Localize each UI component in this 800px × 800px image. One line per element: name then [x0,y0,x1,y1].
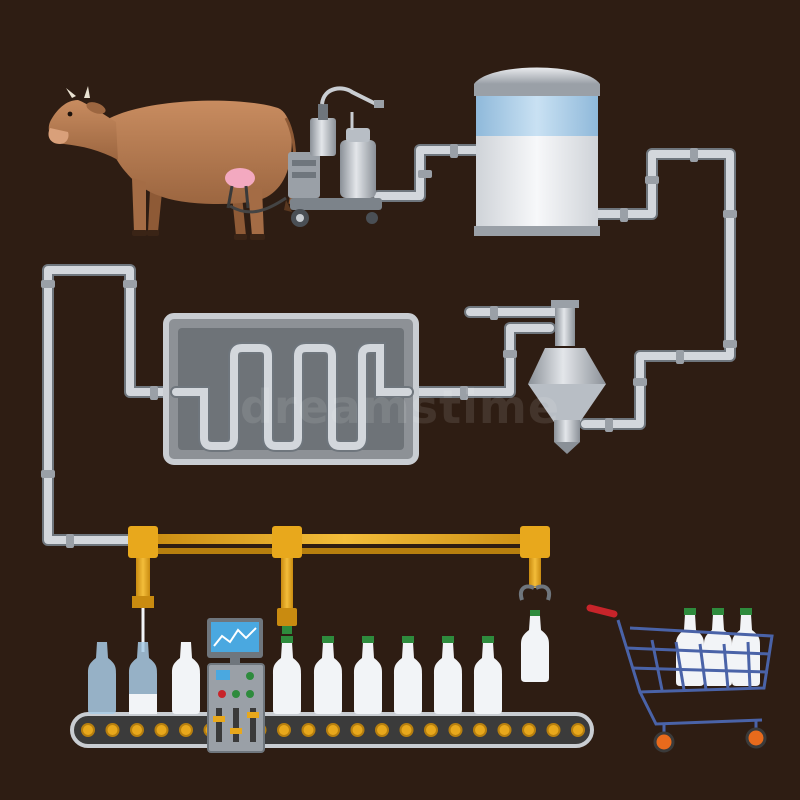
milk-bottle-icon [434,636,462,714]
milk-bottle-icon [354,636,382,714]
storage-tank-icon [474,67,600,236]
conveyor-roller [424,723,438,737]
conveyor-roller [130,723,144,737]
conveyor-roller [522,723,536,737]
conveyor-roller [301,723,316,737]
milk-bottle-icon [314,636,342,714]
conveyor-roller [497,723,512,737]
conveyor-roller [546,723,561,737]
conveyor-roller [326,723,340,737]
milk-bottle-icon [273,636,301,714]
conveyor-roller [571,723,585,737]
conveyor-roller [81,723,95,737]
conveyor-roller [375,723,389,737]
conveyor-roller [277,723,291,737]
milk-bottle-icon [732,608,760,686]
milking-machine-icon [229,86,384,227]
pasteurizer-icon [163,313,419,465]
conveyor-roller [179,723,193,737]
milk-bottle-icon [521,610,549,682]
cow-icon [48,86,297,240]
conveyor-roller [154,723,169,737]
bottling-gantry-icon [128,526,551,652]
milk-bottle-icon [88,642,116,714]
milk-bottle-icon [172,642,200,714]
conveyor-roller [448,723,463,737]
conveyor-roller [350,723,365,737]
conveyor-roller [399,723,414,737]
conveyor-roller [473,723,487,737]
pipe-network [41,144,737,548]
separator-icon [528,300,606,454]
milk-bottle-icon [474,636,502,714]
milk-bottle-icon [394,636,422,714]
conveyor-belt-icon [70,712,594,748]
conveyor-roller [105,723,120,737]
control-panel-icon [207,618,265,753]
shopping-cart-icon [586,604,774,753]
milk-bottle-icon [129,642,157,714]
